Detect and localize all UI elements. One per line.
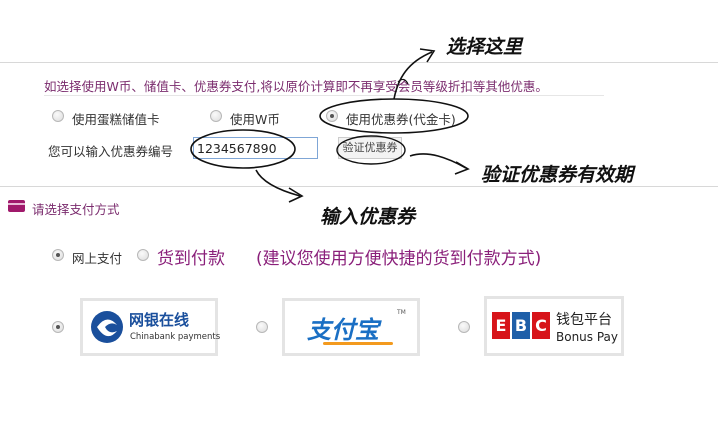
- chinabank-logo-box[interactable]: 网银在线 Chinabank payments: [80, 298, 221, 356]
- annotation-choose-here: 选择这里: [446, 36, 523, 58]
- w-coin-label: 使用W币: [230, 112, 280, 127]
- alipay-logo-box[interactable]: 支付宝 TM: [282, 298, 420, 356]
- verify-coupon-button[interactable]: 验证优惠券: [338, 137, 402, 159]
- radio-w-coin[interactable]: [210, 110, 222, 122]
- alipay-name: 支付宝: [307, 315, 379, 344]
- top-divider: [0, 62, 718, 63]
- annotation-enter-coupon: 输入优惠券: [320, 206, 416, 228]
- online-payment-label: 网上支付: [72, 251, 123, 266]
- enter-arrow-line: [255, 169, 301, 197]
- discount-notice: 如选择使用W币、储值卡、优惠券支付,将以原价计算即不再享受会员等级折扣等其他优惠…: [44, 79, 548, 94]
- radio-cake-card[interactable]: [52, 110, 64, 122]
- payment-section-title: 请选择支付方式: [32, 202, 120, 217]
- ebc-letter-e: E: [492, 312, 510, 339]
- coupon-option-label: 使用优惠券(代金卡): [346, 112, 456, 127]
- ebc-letter-b: B: [512, 312, 530, 339]
- radio-alipay[interactable]: [256, 321, 268, 333]
- cake-card-label: 使用蛋糕储值卡: [72, 112, 160, 127]
- coupon-number-input[interactable]: [193, 137, 318, 159]
- radio-coupon[interactable]: [326, 110, 338, 122]
- radio-chinabank[interactable]: [52, 321, 64, 333]
- chinabank-subtitle: Chinabank payments: [130, 332, 221, 342]
- chinabank-name: 网银在线: [129, 311, 190, 329]
- coupon-input-label: 您可以输入优惠券编号: [48, 144, 174, 159]
- enter-arrow-head: [288, 187, 304, 203]
- choose-arrow-head: [419, 48, 436, 63]
- cod-label: 货到付款: [157, 249, 225, 269]
- cod-note: (建议您使用方便快捷的货到付款方式): [256, 249, 542, 269]
- annotation-verify-validity: 验证优惠券有效期: [481, 164, 634, 186]
- ebc-name: 钱包平台: [556, 312, 612, 328]
- verify-arrow-line: [409, 153, 467, 169]
- verify-arrow-head: [454, 161, 470, 175]
- radio-ebc[interactable]: [458, 321, 470, 333]
- notice-divider: [44, 95, 604, 96]
- ebc-letter-c: C: [532, 312, 550, 339]
- radio-cod[interactable]: [137, 249, 149, 261]
- radio-online-payment[interactable]: [52, 249, 64, 261]
- credit-card-icon: [8, 200, 25, 212]
- ebc-logo-box[interactable]: E B C 钱包平台 Bonus Pay: [484, 296, 624, 356]
- ebc-subtitle: Bonus Pay: [556, 330, 619, 344]
- section-divider: [0, 186, 718, 187]
- alipay-tm: TM: [397, 309, 406, 316]
- chinabank-logo: [91, 311, 123, 343]
- alipay-underline: [323, 342, 393, 345]
